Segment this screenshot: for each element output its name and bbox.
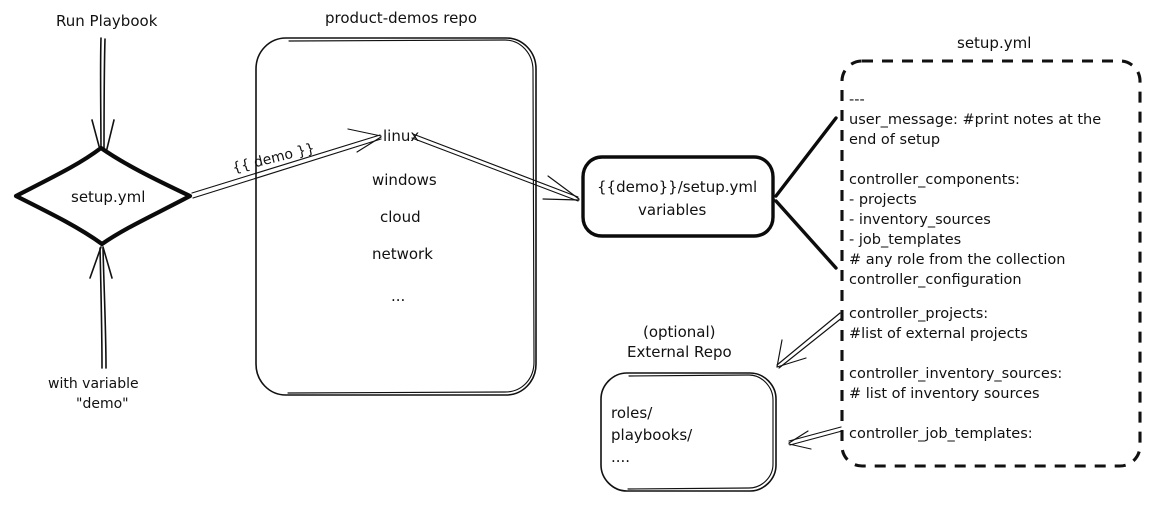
file-line-4: controller_components: — [849, 172, 1020, 188]
label-setup-yml-diamond: setup.yml — [71, 188, 145, 206]
label-external-repo-optional: (optional) — [643, 323, 716, 341]
file-line-14: controller_inventory_sources: — [849, 366, 1062, 382]
repo-item-ellipsis: ... — [391, 287, 405, 305]
edge-setup-to-repo — [191, 128, 382, 199]
file-line-17: controller_job_templates: — [849, 426, 1033, 442]
repo-item-network[interactable]: network — [372, 245, 433, 263]
node-product-demos-repo[interactable] — [255, 37, 537, 396]
external-repo-item-roles: roles/ — [611, 404, 653, 422]
node-setup-yml-diamond[interactable] — [13, 145, 193, 247]
edge-with-variable-to-setup — [89, 246, 113, 369]
file-line-9: controller_configuration — [849, 272, 1022, 288]
file-line-1: user_message: #print notes at the — [849, 112, 1101, 128]
node-demo-setup-variables[interactable] — [581, 155, 775, 238]
file-line-11: controller_projects: — [849, 306, 988, 322]
file-line-0: --- — [849, 92, 865, 108]
file-line-5: - projects — [849, 192, 917, 208]
label-run-playbook: Run Playbook — [56, 12, 158, 30]
label-repo-title: product-demos repo — [325, 9, 477, 27]
file-line-8: # any role from the collection — [849, 252, 1065, 268]
label-with-variable-line2: "demo" — [76, 396, 129, 412]
external-repo-item-playbooks: playbooks/ — [611, 426, 693, 444]
file-line-15: # list of inventory sources — [849, 386, 1040, 402]
label-with-variable-line1: with variable — [48, 376, 139, 392]
repo-item-cloud[interactable]: cloud — [380, 208, 421, 226]
node-external-repo[interactable] — [600, 372, 777, 492]
label-setup-yml-file-title: setup.yml — [957, 34, 1031, 52]
file-line-2: end of setup — [849, 132, 940, 148]
repo-item-linux[interactable]: linux — [383, 127, 419, 145]
label-edge-demo-variable: {{ demo }} — [231, 141, 317, 177]
file-line-6: - inventory_sources — [849, 212, 991, 228]
label-vars-node-line1: {{demo}}/setup.yml — [597, 178, 757, 196]
label-vars-node-line2: variables — [638, 201, 707, 219]
label-external-repo-title: External Repo — [627, 343, 732, 361]
file-line-7: - job_templates — [849, 232, 961, 248]
external-repo-item-ellipsis: .... — [611, 448, 630, 466]
edge-file-to-vars-node — [773, 116, 838, 270]
node-setup-yml-file[interactable] — [840, 59, 1142, 468]
repo-item-windows[interactable]: windows — [372, 171, 437, 189]
edge-repo-to-vars-node — [411, 133, 580, 202]
edge-file-to-external-repo-bottom — [788, 426, 843, 450]
edge-file-to-external-repo-top — [776, 312, 844, 369]
file-line-12: #list of external projects — [849, 326, 1028, 342]
